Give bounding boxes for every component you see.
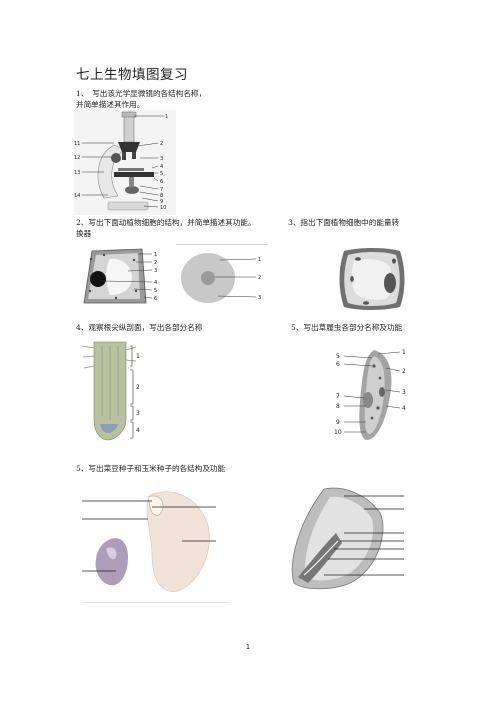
plant-cell-figure: 1 2 3 4 5 6 [76, 245, 164, 307]
paramecium-label-10: 10 [334, 429, 342, 436]
microscope-label-11: 11 [74, 141, 80, 147]
page-title: 七上生物填图复习 [76, 67, 188, 83]
microscope-label-5: 5 [160, 171, 163, 177]
microscope-label-14: 14 [74, 193, 80, 199]
microscope-label-7: 7 [160, 187, 163, 193]
paramecium-label-6: 6 [336, 361, 340, 368]
bean-seed-figure [82, 485, 230, 603]
question-2-line1: 2、写出下面动植物细胞的结构，并简单描述其功能。 [76, 218, 256, 227]
energy-converter-cell-figure [336, 245, 408, 313]
microscope-label-2: 2 [160, 141, 163, 147]
animal-cell-figure: 1 2 3 [176, 244, 268, 308]
plant-cell-label-2: 2 [154, 260, 157, 266]
plant-cell-label-3: 3 [154, 268, 157, 274]
paramecium-label-5: 5 [336, 353, 340, 360]
microscope-label-13: 13 [74, 170, 80, 176]
microscope-label-8: 8 [160, 193, 163, 199]
question-4: 4、观察根尖纵剖面，写出各部分名称 [76, 323, 203, 332]
animal-cell-label-1: 1 [258, 257, 261, 263]
root-label-4: 4 [136, 427, 140, 434]
microscope-label-1: 1 [165, 114, 168, 120]
microscope-label-9: 9 [160, 199, 163, 205]
paramecium-label-1: 1 [402, 349, 406, 356]
paramecium-label-8: 8 [336, 403, 340, 410]
root-label-2: 2 [136, 384, 140, 391]
microscope-figure: 1 2 3 4 5 6 7 8 9 10 11 12 13 14 [74, 110, 176, 215]
plant-cell-label-1: 1 [154, 252, 157, 258]
animal-cell-label-2: 2 [258, 275, 261, 281]
corn-seed-figure [284, 483, 410, 595]
plant-cell-label-4: 4 [154, 280, 157, 286]
plant-cell-label-6: 6 [154, 296, 157, 302]
microscope-label-12: 12 [74, 155, 80, 161]
root-label-1: 1 [136, 353, 140, 360]
question-5b: 5、写出菜豆种子和玉米种子的各结构及功能 [76, 464, 226, 473]
question-5a: 5、写出草履虫各部分名称及功能 [291, 323, 403, 332]
page-number: 1 [245, 643, 251, 651]
paramecium-label-9: 9 [336, 419, 340, 426]
microscope-label-6: 6 [160, 179, 163, 185]
question-1-line2: 并简单描述其作用。 [76, 100, 145, 109]
animal-cell-label-3: 3 [258, 295, 261, 301]
paramecium-label-4: 4 [402, 405, 406, 412]
paramecium-label-2: 2 [402, 368, 406, 375]
question-3: 3、指出下面植物细胞中的能量转 [288, 218, 400, 227]
root-tip-figure: 1 2 3 4 [78, 336, 152, 444]
microscope-label-10: 10 [160, 205, 166, 211]
microscope-label-3: 3 [160, 156, 163, 162]
root-label-3: 3 [136, 410, 140, 417]
paramecium-label-7: 7 [336, 393, 340, 400]
question-2-line2: 换器 [76, 229, 92, 238]
paramecium-figure: 5 6 7 8 9 10 1 2 3 4 [334, 344, 418, 446]
plant-cell-label-5: 5 [154, 288, 157, 294]
microscope-label-4: 4 [160, 164, 163, 170]
paramecium-label-3: 3 [402, 389, 406, 396]
question-1-line1: 1、 写出该光学显微镜的各结构名称， [76, 89, 207, 98]
